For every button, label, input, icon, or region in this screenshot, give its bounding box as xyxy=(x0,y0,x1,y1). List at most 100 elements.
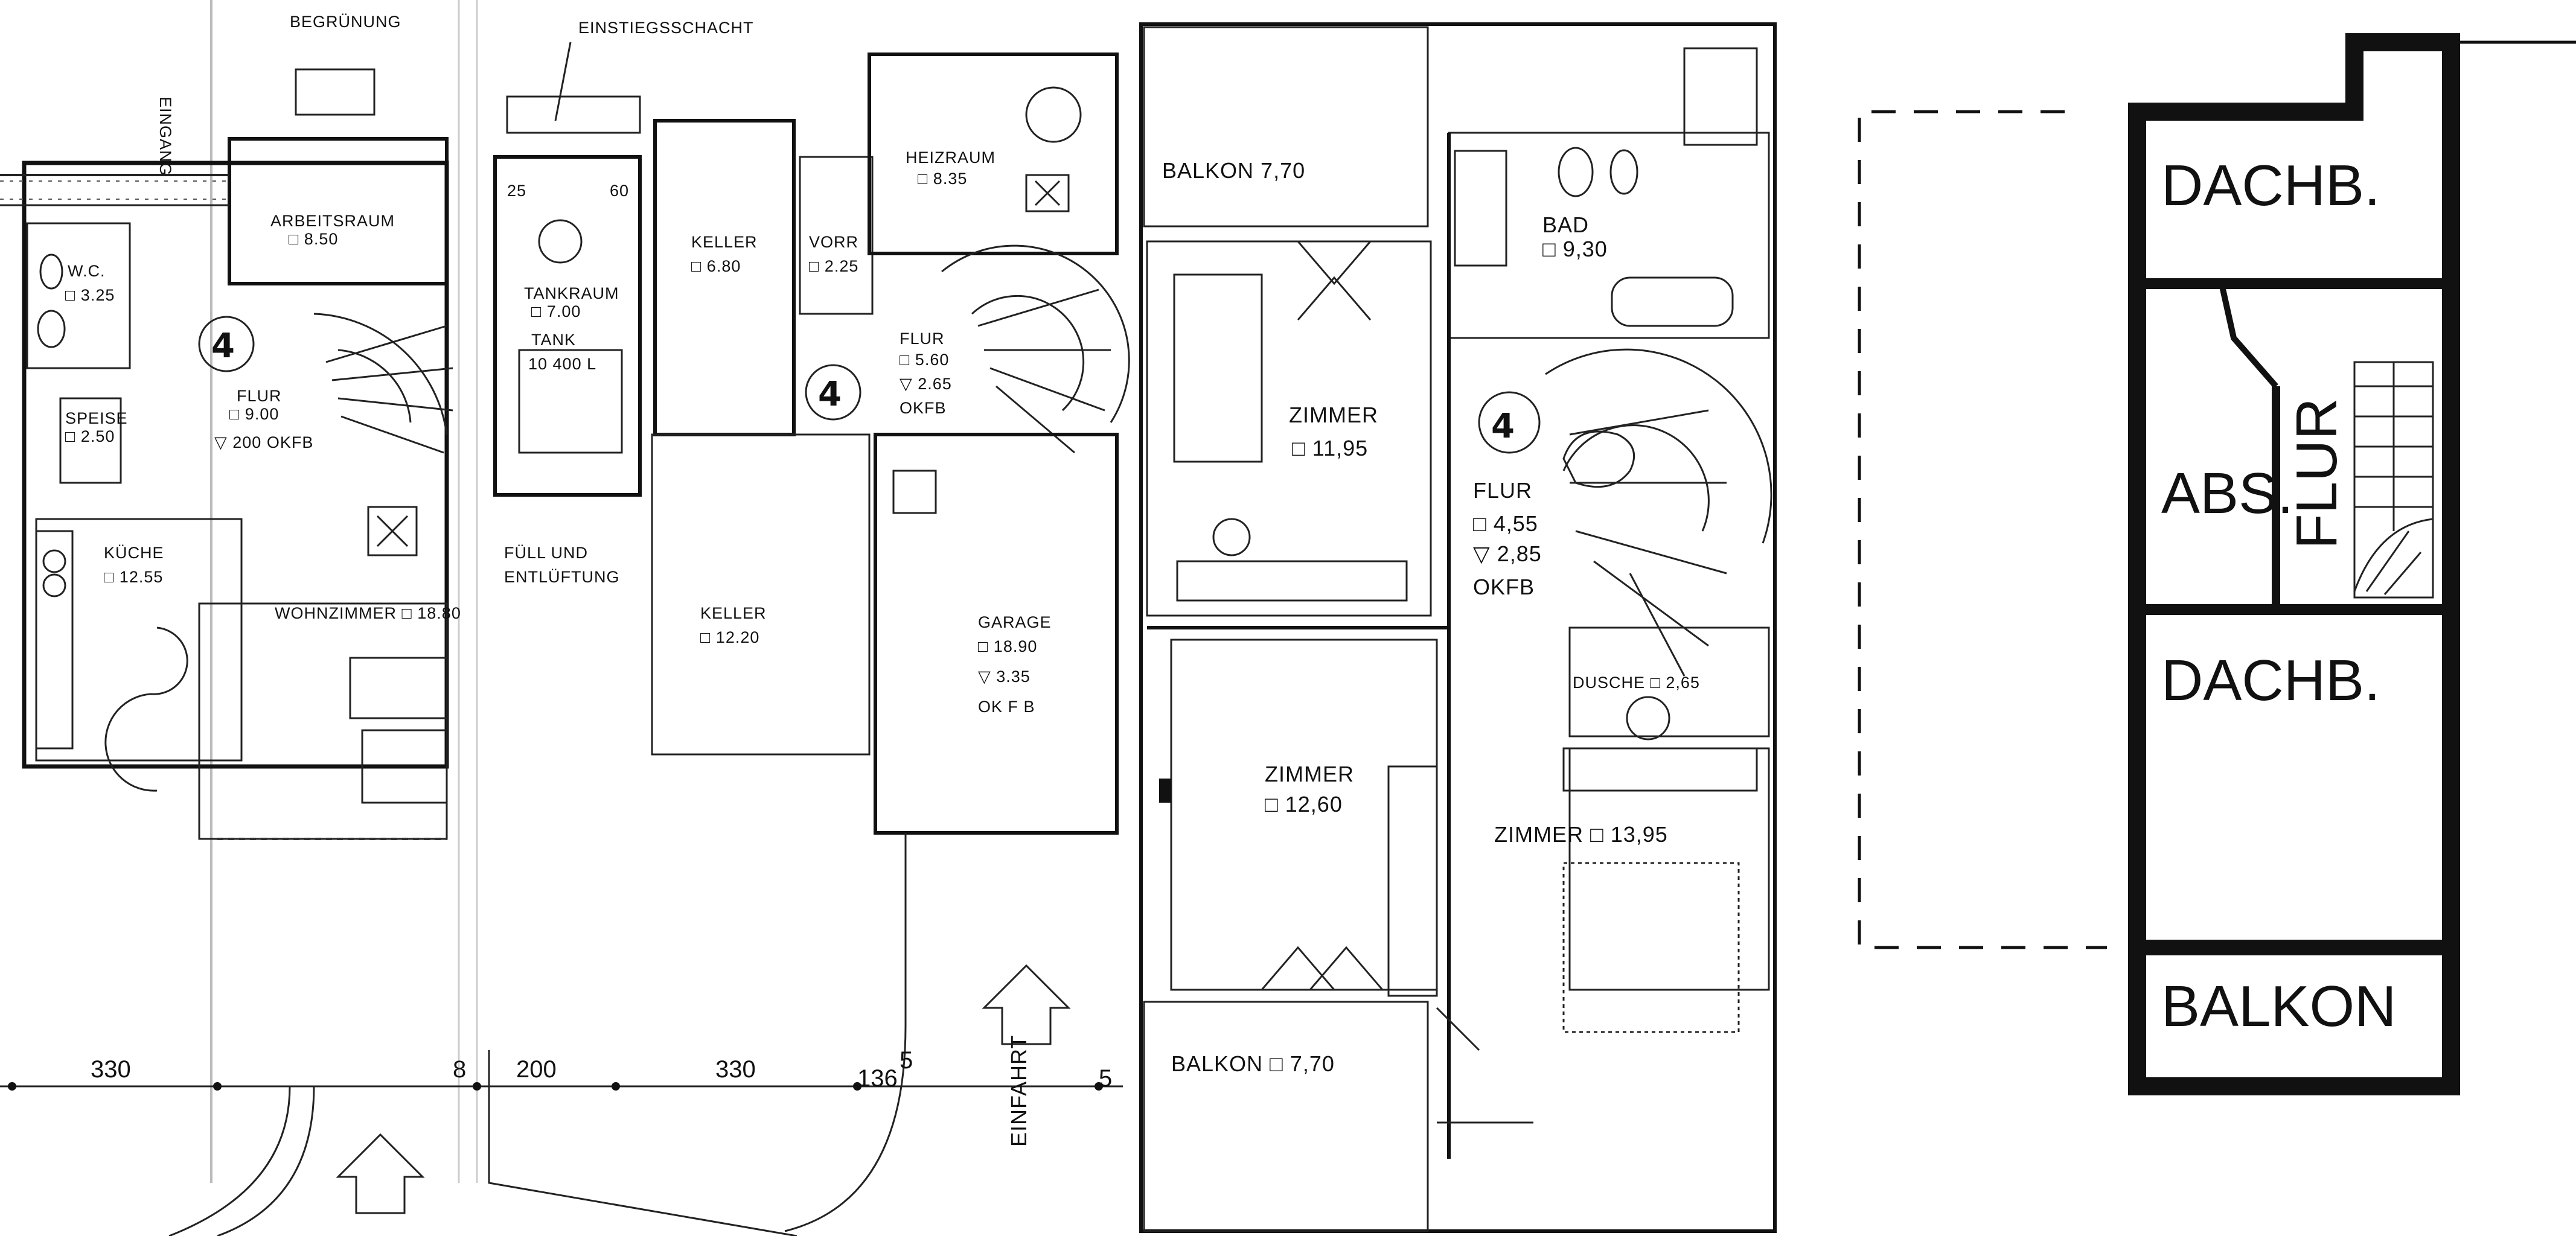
dim-60: 60 xyxy=(610,182,629,200)
sofa-icon xyxy=(349,657,448,719)
fuell-label-1: FÜLL UND xyxy=(504,544,588,562)
keller-small-room xyxy=(653,119,796,436)
desk-icon-1 xyxy=(1176,560,1408,602)
heizraum-area: □ 8.35 xyxy=(918,170,967,188)
flur-upper-name: FLUR xyxy=(1473,478,1532,503)
vorr-room xyxy=(799,156,874,315)
balkon-attic-label: BALKON xyxy=(2161,974,2396,1039)
garage-area: □ 18.90 xyxy=(978,637,1037,655)
abs-label: ABS. xyxy=(2161,461,2293,526)
tankraum-name: TANKRAUM xyxy=(524,284,619,302)
tank-name: TANK xyxy=(531,331,576,349)
garage-room xyxy=(874,433,1119,835)
wc-name: W.C. xyxy=(68,262,106,280)
panel-attic xyxy=(1858,33,2576,1095)
arbeitsraum-walls xyxy=(228,137,449,285)
fuell-label-2: ENTLÜFTUNG xyxy=(504,568,620,586)
arbeitsraum-name: ARBEITSRAUM xyxy=(270,212,395,230)
arbeitsraum-area: □ 8.50 xyxy=(289,230,338,248)
garden-level-outline xyxy=(22,161,449,769)
keller1-name: KELLER xyxy=(691,233,758,251)
einstieg-label: EINSTIEGSSCHACHT xyxy=(578,19,754,37)
einfahrt-label: EINFAHRT xyxy=(1006,1035,1031,1147)
sink-icon xyxy=(37,310,66,348)
bed-icon-1 xyxy=(1173,273,1263,463)
panel-basement xyxy=(0,0,1130,1236)
flur-attic-label: FLUR xyxy=(2284,398,2349,549)
kueche-area: □ 12.55 xyxy=(104,568,163,586)
flur-garden-name: FLUR xyxy=(237,387,282,405)
wohnzimmer-label: WOHNZIMMER □ 18.80 xyxy=(275,604,461,622)
wc-area: □ 3.25 xyxy=(65,286,115,304)
wc-room xyxy=(26,222,131,369)
balkon-bottom xyxy=(1143,1001,1429,1232)
wohnzimmer-room xyxy=(198,602,448,840)
garage-name: GARAGE xyxy=(978,613,1052,631)
planter-box xyxy=(295,68,376,116)
tank-outlet-icon xyxy=(538,219,583,264)
bad-name: BAD xyxy=(1542,212,1589,237)
dim-d3: 200 xyxy=(516,1056,557,1083)
zimmer1-room xyxy=(1146,240,1432,617)
bed-icon-3 xyxy=(1562,862,1740,1033)
round-table-icon xyxy=(104,626,188,792)
unit-number-circle-basement xyxy=(805,364,861,421)
vent-icon xyxy=(1025,174,1070,212)
panel-garden-level xyxy=(0,0,460,1236)
zimmer2-area: □ 12,60 xyxy=(1265,792,1343,817)
keller2-area: □ 12.20 xyxy=(700,628,759,646)
flur-basement-area: □ 5.60 xyxy=(900,351,949,369)
flur-upper-level: ▽ 2,85 xyxy=(1473,541,1542,566)
tankraum-room xyxy=(493,155,642,497)
tank-box xyxy=(518,349,623,454)
unit-number-garden: 4 xyxy=(211,327,237,366)
speise-area: □ 2.50 xyxy=(65,427,115,445)
balkon-bottom-label: BALKON □ 7,70 xyxy=(1171,1051,1335,1076)
dim-d1: 330 xyxy=(91,1056,131,1083)
dusche-label: DUSCHE □ 2,65 xyxy=(1573,674,1700,692)
garage-door-symbol xyxy=(892,470,937,514)
dachb-top-label: DACHB. xyxy=(2161,153,2380,218)
zimmer2-name: ZIMMER xyxy=(1265,762,1354,786)
basement-staircase-icon xyxy=(941,244,1130,454)
wardrobe-icon-2 xyxy=(1387,765,1438,997)
panel-upper-floor xyxy=(1135,0,1781,1236)
heizraum-room xyxy=(868,53,1119,255)
dusche-room xyxy=(1568,626,1770,737)
unit-number-circle xyxy=(198,316,255,372)
vorr-name: VORR xyxy=(809,233,858,251)
dim-25: 25 xyxy=(507,182,526,200)
stove-icon xyxy=(42,549,66,573)
einfahrt-arrow-icon xyxy=(982,964,1071,1045)
flur-upper-area: □ 4,55 xyxy=(1473,511,1538,536)
tank-size: 10 400 L xyxy=(528,355,596,373)
einstiegsschacht-shaft xyxy=(506,95,641,134)
balkon-top-label: BALKON 7,70 xyxy=(1162,158,1305,183)
attic-dashed-outline xyxy=(1858,110,2107,949)
flur-upper-ok: OKFB xyxy=(1473,575,1535,599)
upper-spiral-staircase-icon xyxy=(1545,348,1772,677)
unit-number-circle-upper xyxy=(1478,391,1541,454)
dim-d5: 136 xyxy=(857,1065,898,1092)
zimmer1-area: □ 11,95 xyxy=(1292,436,1368,460)
flur-basement-name: FLUR xyxy=(900,330,945,348)
speise-room xyxy=(59,397,122,484)
dim-d4: 330 xyxy=(715,1056,756,1083)
heizraum-name: HEIZRAUM xyxy=(906,148,996,167)
vorr-area: □ 2.25 xyxy=(809,257,858,275)
zimmer1-name: ZIMMER xyxy=(1289,403,1378,427)
dim-d7: 5 xyxy=(1099,1065,1112,1092)
entry-arrow-icon xyxy=(336,1133,425,1214)
balkon-top xyxy=(1143,26,1429,228)
dachb-mid-label: DACHB. xyxy=(2161,648,2380,713)
flur-garden-level: ▽ 200 OKFB xyxy=(214,433,313,451)
keller2-name: KELLER xyxy=(700,604,767,622)
unit-number-basement: 4 xyxy=(818,375,844,414)
speise-name: SPEISE xyxy=(65,409,128,427)
begruenung-label: BEGRÜNUNG xyxy=(290,13,401,31)
keller-large-room xyxy=(651,433,871,756)
keller1-area: □ 6.80 xyxy=(691,257,741,275)
eingang-label: EINGANG xyxy=(156,97,174,176)
attic-staircase-icon xyxy=(2353,361,2434,599)
